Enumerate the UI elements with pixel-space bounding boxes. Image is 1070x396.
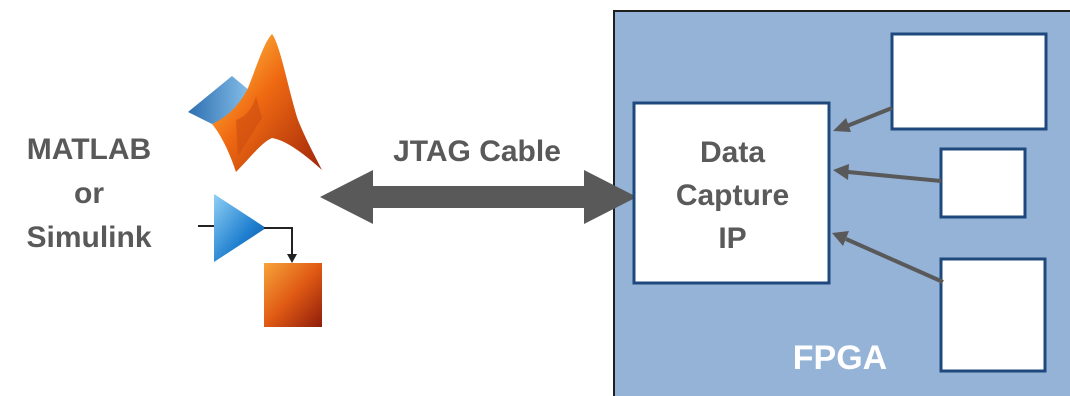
matlab-membrane-logo-icon xyxy=(188,34,322,172)
ip-label-ip: IP xyxy=(718,222,747,255)
signal-arrow-middle xyxy=(833,164,942,183)
host-label-simulink: Simulink xyxy=(26,221,152,254)
host-label-matlab: MATLAB xyxy=(26,133,152,166)
host-label-or: or xyxy=(74,177,104,210)
fpga-label: FPGA xyxy=(792,339,888,377)
signal-arrow-top xyxy=(833,106,893,132)
simulink-gain-block-icon xyxy=(198,194,322,327)
ip-label-capture: Capture xyxy=(675,179,790,212)
signal-arrow-bottom xyxy=(832,231,944,284)
signal-source-block-middle xyxy=(939,147,1027,219)
data-capture-ip-block xyxy=(632,101,831,285)
jtag-cable-arrow xyxy=(320,170,637,224)
signal-source-block-top xyxy=(890,32,1048,131)
signal-source-block-bottom xyxy=(939,257,1047,373)
ip-label-data: Data xyxy=(699,136,766,169)
jtag-cable-label: JTAG Cable xyxy=(393,135,561,168)
